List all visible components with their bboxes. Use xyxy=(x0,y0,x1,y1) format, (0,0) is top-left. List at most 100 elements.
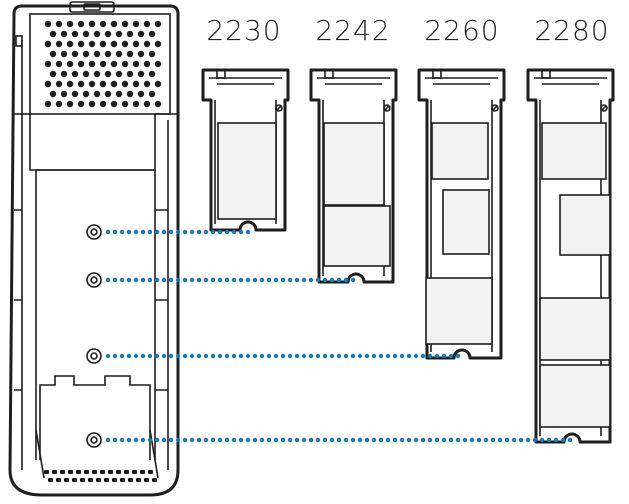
flash-chip xyxy=(425,277,493,345)
alignment-dot xyxy=(182,229,188,235)
alignment-dot xyxy=(385,353,391,359)
alignment-dot xyxy=(189,353,195,359)
bottom-vent-hole xyxy=(144,478,149,482)
alignment-dot xyxy=(287,353,293,359)
alignment-dot xyxy=(441,437,447,443)
alignment-dot xyxy=(154,229,160,235)
alignment-dot xyxy=(126,437,132,443)
flash-chip xyxy=(559,194,611,256)
alignment-dot xyxy=(133,353,139,359)
alignment-dot xyxy=(280,437,286,443)
alignment-dot xyxy=(119,229,125,235)
bottom-vent-hole xyxy=(52,470,57,474)
alignment-line-2242 xyxy=(105,277,356,283)
bottom-vent-hole xyxy=(120,478,125,482)
alignment-dot xyxy=(511,437,517,443)
alignment-dot xyxy=(273,437,279,443)
alignment-dot xyxy=(189,437,195,443)
alignment-dots xyxy=(105,229,573,443)
vent-hole xyxy=(132,40,140,48)
vent-hole xyxy=(49,90,57,98)
alignment-line-2260 xyxy=(105,353,461,359)
alignment-dot xyxy=(119,277,125,283)
vent-hole xyxy=(60,30,68,38)
vent-hole xyxy=(143,40,151,48)
alignment-dot xyxy=(315,353,321,359)
vent-hole xyxy=(148,30,156,38)
alignment-line-2230 xyxy=(105,229,251,235)
alignment-dot xyxy=(413,353,419,359)
alignment-dot xyxy=(252,437,258,443)
alignment-dot xyxy=(469,437,475,443)
alignment-dot xyxy=(329,277,335,283)
alignment-dot xyxy=(203,229,209,235)
vent-hole xyxy=(132,80,140,88)
alignment-dot xyxy=(301,437,307,443)
vent-hole xyxy=(99,80,107,88)
vent-hole xyxy=(99,20,107,28)
alignment-dot xyxy=(252,353,258,359)
flash-chip xyxy=(442,189,490,255)
enclosure xyxy=(8,1,180,497)
alignment-dot xyxy=(126,229,132,235)
alignment-dot xyxy=(301,277,307,283)
alignment-dot xyxy=(126,353,132,359)
alignment-dot xyxy=(287,437,293,443)
bottom-vent-hole xyxy=(152,478,157,482)
alignment-dot xyxy=(280,353,286,359)
alignment-dot xyxy=(287,277,293,283)
vent-hole xyxy=(93,50,101,58)
vent-hole xyxy=(121,40,129,48)
alignment-dot xyxy=(350,437,356,443)
vent-hole xyxy=(77,60,85,68)
vent-hole xyxy=(49,50,57,58)
alignment-dot xyxy=(140,229,146,235)
vent-hole xyxy=(154,100,162,108)
alignment-dot xyxy=(427,437,433,443)
alignment-dot xyxy=(336,277,342,283)
bottom-vent-hole xyxy=(128,478,133,482)
vent-hole xyxy=(137,70,145,78)
alignment-dot xyxy=(329,437,335,443)
alignment-dot xyxy=(294,353,300,359)
alignment-dot xyxy=(434,437,440,443)
alignment-dot xyxy=(231,229,237,235)
alignment-dot xyxy=(182,437,188,443)
vent-hole xyxy=(148,70,156,78)
alignment-dot xyxy=(238,437,244,443)
alignment-dot xyxy=(182,353,188,359)
bottom-vent-hole xyxy=(44,470,49,474)
vent-hole xyxy=(126,90,134,98)
alignment-dot xyxy=(224,277,230,283)
alignment-dot xyxy=(203,353,209,359)
alignment-dot xyxy=(182,277,188,283)
bottom-vent-hole xyxy=(140,470,145,474)
alignment-dot xyxy=(350,277,356,283)
alignment-dot xyxy=(147,277,153,283)
alignment-dot xyxy=(217,353,223,359)
alignment-dot xyxy=(210,353,216,359)
alignment-dot xyxy=(462,437,468,443)
bottom-vent-hole xyxy=(148,470,153,474)
vent-hole xyxy=(55,80,63,88)
alignment-dot xyxy=(154,437,160,443)
alignment-dot xyxy=(133,229,139,235)
alignment-dot xyxy=(161,277,167,283)
bottom-vent-hole xyxy=(68,470,73,474)
flash-chip xyxy=(217,122,277,220)
vent-hole xyxy=(44,20,52,28)
alignment-dot xyxy=(189,277,195,283)
label-2260: 2260 xyxy=(424,14,499,47)
alignment-dot xyxy=(203,277,209,283)
vent-hole xyxy=(132,60,140,68)
alignment-dot xyxy=(273,277,279,283)
vent-hole xyxy=(121,100,129,108)
vent-hole xyxy=(44,40,52,48)
vent-hole xyxy=(71,70,79,78)
alignment-dot xyxy=(392,437,398,443)
alignment-dot xyxy=(301,353,307,359)
alignment-dot xyxy=(168,437,174,443)
vent-hole xyxy=(55,60,63,68)
vent-hole xyxy=(110,60,118,68)
vent-hole xyxy=(154,40,162,48)
